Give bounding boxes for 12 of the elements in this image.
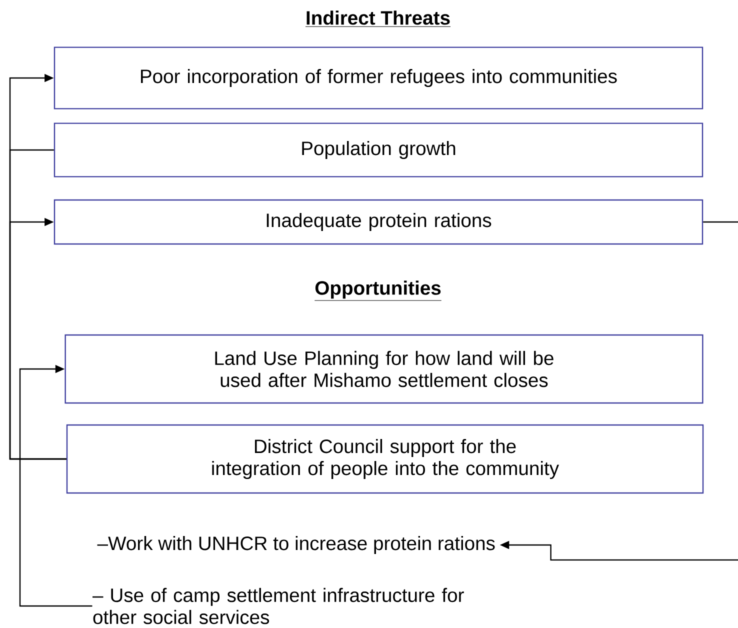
- connector-line: [703, 221, 738, 223]
- text-box: Inadequate protein rations: [54, 199, 704, 245]
- heading: Indirect Threats: [305, 10, 451, 27]
- text-box: Poor incorporation of former refugees into communities: [54, 46, 704, 110]
- arrow: [19, 364, 92, 607]
- arrow: [9, 218, 66, 460]
- text: – Use of camp settlement infrastructure for other social services: [92, 588, 464, 624]
- text-box: Population growth: [54, 122, 704, 178]
- text-box: Land Use Planning for how land will be used after Mishamo settlement closes: [64, 334, 704, 404]
- text: –Work with UNHCR to increase protein rations: [97, 536, 495, 554]
- heading: Opportunities: [314, 280, 442, 301]
- text-box: District Council support for the integration of people into the community: [66, 424, 704, 494]
